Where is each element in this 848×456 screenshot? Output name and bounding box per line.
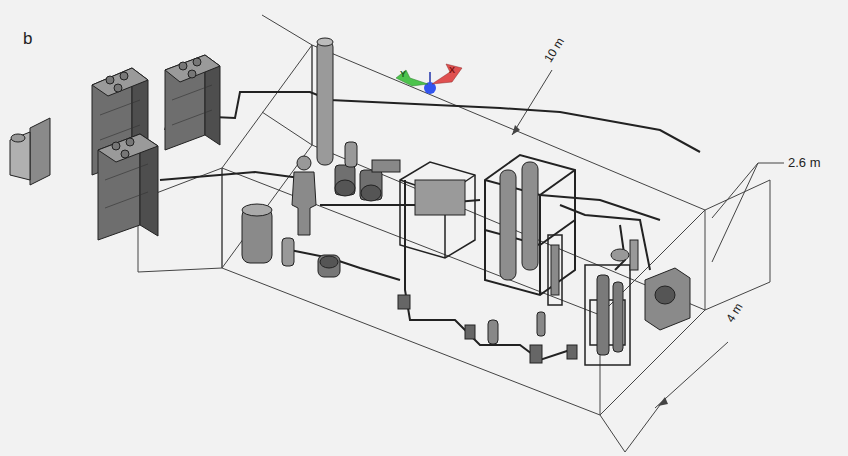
axis-label: X <box>449 66 455 75</box>
dimension-label: 2.6 m <box>788 156 821 169</box>
axis-label: Y <box>400 70 406 79</box>
panel-letter: b <box>23 30 32 47</box>
